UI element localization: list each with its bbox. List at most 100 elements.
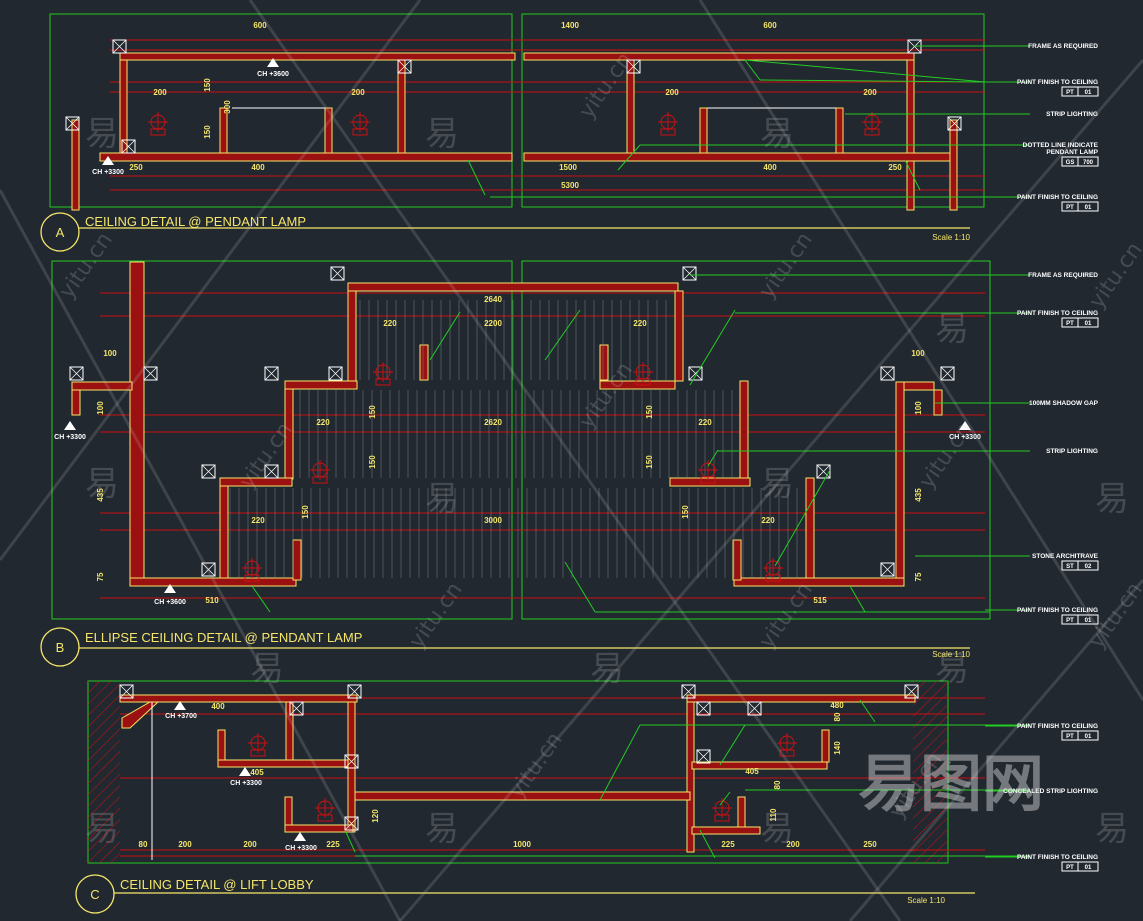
ceiling-slab <box>699 107 708 154</box>
ceiling-slab <box>99 152 513 162</box>
lamp-base <box>714 814 730 822</box>
material-tag <box>1061 861 1099 872</box>
watermark-glyph: 易 <box>760 809 794 849</box>
watermark-glyph: 易 <box>425 479 459 519</box>
dimension-label: 150 <box>203 78 212 92</box>
watermark-line <box>248 0 902 921</box>
dimension-label: 100 <box>911 349 925 358</box>
lamp-base <box>317 814 333 822</box>
frame-box-cross <box>121 139 136 154</box>
frame-box-cross <box>880 562 895 577</box>
lamp-base <box>864 128 880 136</box>
ceiling-slab <box>119 52 516 61</box>
leader <box>429 311 461 361</box>
dimension-label: 80 <box>773 780 782 789</box>
watermark-site: yitu.cn <box>754 578 817 654</box>
scale-label: Scale 1:10 <box>907 896 945 905</box>
ceiling-slab <box>397 59 406 158</box>
ceiling-level-marker-icon <box>102 156 114 165</box>
section-letter: A <box>56 225 65 240</box>
material-code: PT <box>1066 205 1074 211</box>
frame-box <box>330 266 345 281</box>
dimension-label: 600 <box>763 21 777 30</box>
frame-box-cross <box>626 59 641 74</box>
frame-box <box>264 464 279 479</box>
material-number: 01 <box>1085 865 1092 871</box>
frame-box <box>344 754 359 769</box>
ceiling-level-marker-icon <box>239 767 251 776</box>
material-number: 01 <box>1085 205 1092 211</box>
callout-note: STRIP LIGHTING <box>1046 448 1098 455</box>
leader <box>859 699 876 723</box>
frame-box-cross <box>328 366 343 381</box>
leader <box>599 724 641 801</box>
section-letter: C <box>90 887 99 902</box>
material-tag <box>1061 560 1099 571</box>
material-code: PT <box>1066 734 1074 740</box>
ceiling-slab <box>674 290 684 382</box>
watermark-glyph: 易 <box>935 649 969 689</box>
frame-box-cross <box>681 684 696 699</box>
ceiling-slab <box>347 290 357 382</box>
leader <box>699 829 716 859</box>
watermark-line <box>848 579 1143 921</box>
ceiling-slab <box>284 380 358 390</box>
frame-box <box>696 701 711 716</box>
leader <box>544 309 581 361</box>
ceiling-slab <box>669 477 751 487</box>
dimension-label: 400 <box>211 702 225 711</box>
material-number: 01 <box>1085 321 1092 327</box>
dimension-label: 225 <box>326 840 340 849</box>
lamp-base <box>312 476 328 484</box>
material-tag <box>1061 317 1099 328</box>
section-bubble <box>40 212 80 252</box>
watermark-line <box>698 0 1143 701</box>
angled-cornice <box>121 701 160 729</box>
leader <box>344 829 356 853</box>
dimension-label: 200 <box>665 88 679 97</box>
callout-note: FRAME AS REQUIRED <box>1028 43 1098 50</box>
material-code: PT <box>1066 321 1074 327</box>
dimension-label: 110 <box>769 808 778 821</box>
callout-note: STONE ARCHITRAVE <box>1032 553 1099 560</box>
callout-note: PAINT FINISH TO CEILING <box>1017 607 1098 614</box>
leader <box>719 791 731 806</box>
watermark-glyph: 易 <box>590 649 624 689</box>
callout-note: CONCEALED STRIP LIGHTING <box>1003 788 1098 795</box>
dimension-label: 100 <box>914 401 923 415</box>
frame-box-cross <box>397 59 412 74</box>
dimension-label: 250 <box>863 840 877 849</box>
frame-box-cross <box>696 701 711 716</box>
frame-box-cross <box>119 684 134 699</box>
leader <box>719 724 746 766</box>
ceiling-slab <box>347 701 356 833</box>
lamp-base <box>375 378 391 386</box>
dimension-label: 200 <box>243 840 257 849</box>
watermark-site: yitu.cn <box>404 578 467 654</box>
frame-box <box>626 59 641 74</box>
material-code: PT <box>1066 865 1074 871</box>
watermark-glyph: 易 <box>760 114 794 154</box>
section-bubble <box>75 874 115 914</box>
material-number: 700 <box>1083 160 1094 166</box>
ceiling-slab <box>523 52 915 61</box>
ceiling-height-label: CH +3300 <box>949 434 981 441</box>
dimension-label: 1000 <box>513 840 531 849</box>
dimension-label: 200 <box>863 88 877 97</box>
watermark-site: yitu.cn <box>754 228 817 304</box>
dimension-label: 2200 <box>484 319 502 328</box>
watermark-logo: 易图网 <box>858 747 1044 820</box>
ceiling-slab <box>419 344 429 381</box>
ceiling-slab <box>599 344 609 381</box>
ceiling-slab <box>217 759 355 768</box>
ceiling-slab <box>733 577 905 587</box>
frame-box <box>289 701 304 716</box>
dimension-label: 150 <box>301 505 310 519</box>
dimension-label: 400 <box>763 163 777 172</box>
frame-box <box>940 366 955 381</box>
callout-note: 100MM SHADOW GAP <box>1029 400 1099 407</box>
material-code: PT <box>1066 618 1074 624</box>
section-a-frame-left <box>49 13 513 208</box>
